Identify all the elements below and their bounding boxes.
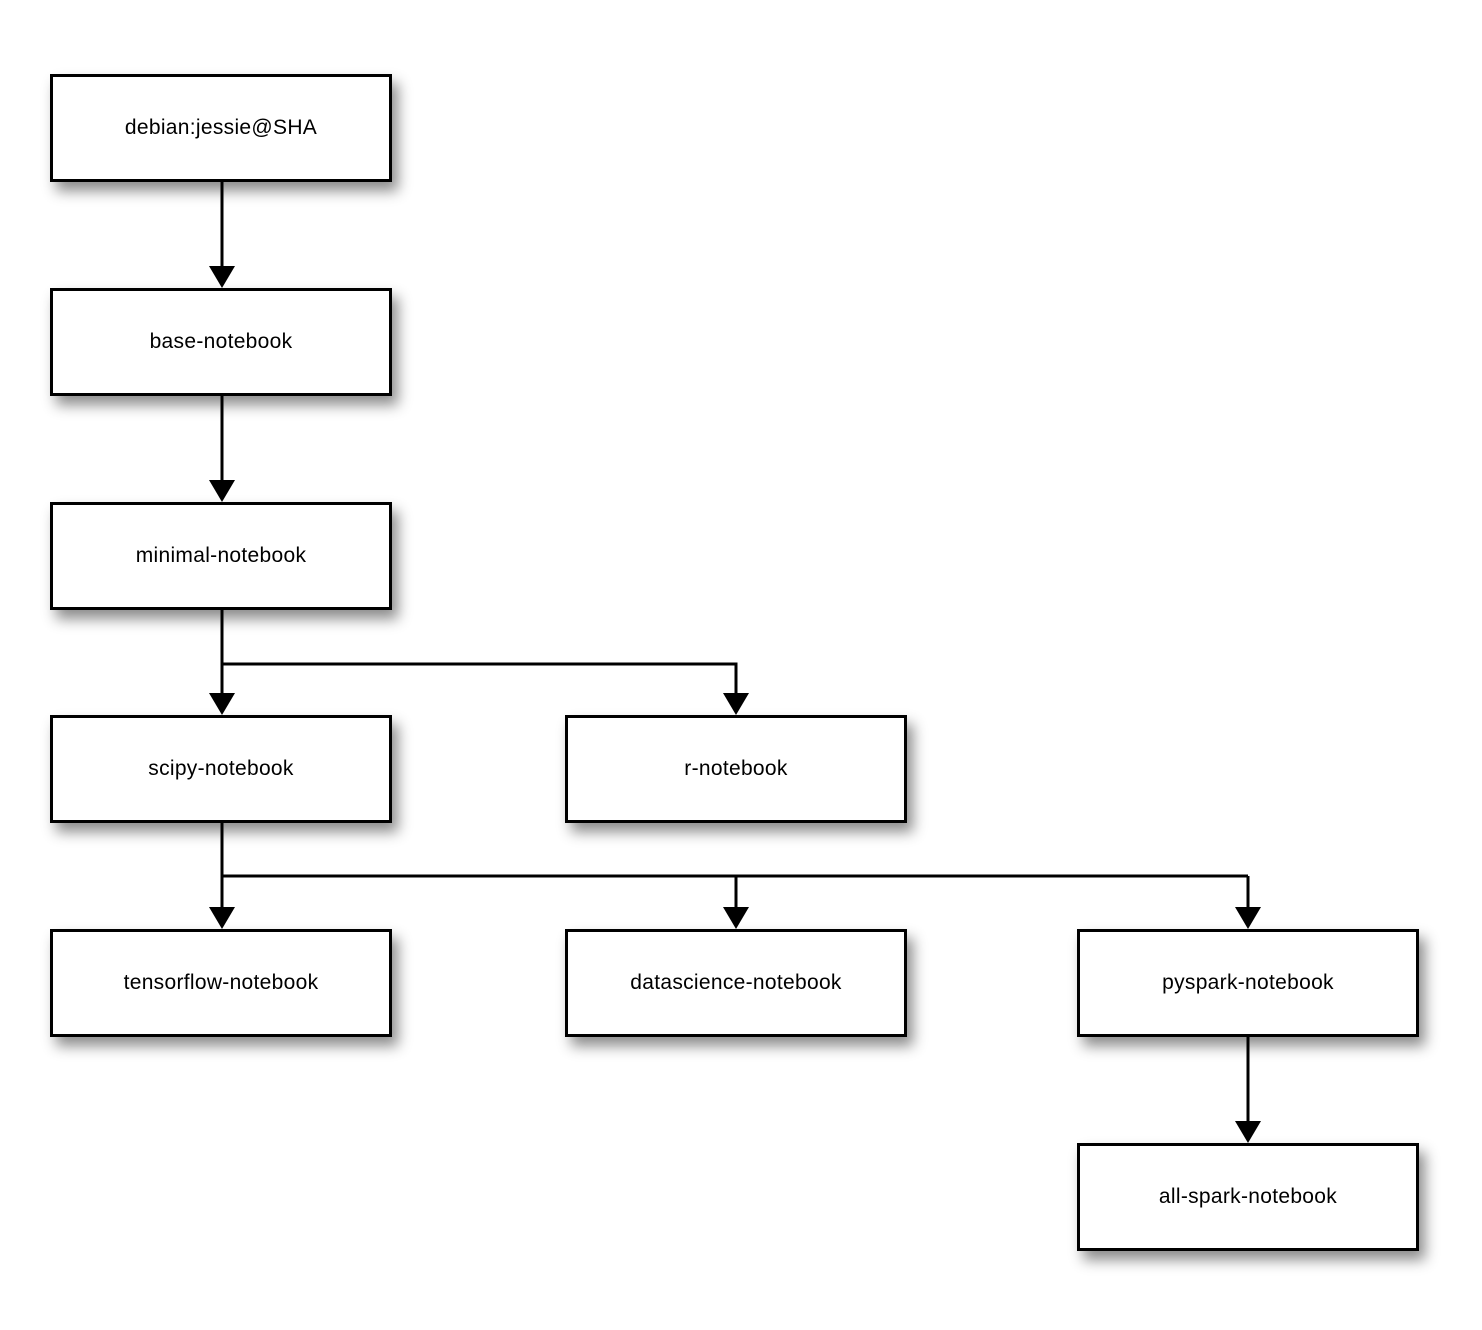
arrowhead-pyspark (1235, 907, 1261, 929)
node-datascience-notebook-label: datascience-notebook (630, 971, 842, 994)
arrowhead-datascience (723, 907, 749, 929)
node-datascience-notebook: datascience-notebook (565, 929, 907, 1037)
arrowhead-scipy (209, 693, 235, 715)
edge-minimal-to-r (222, 662, 738, 695)
node-tensorflow-notebook: tensorflow-notebook (50, 929, 392, 1037)
node-all-spark-notebook: all-spark-notebook (1077, 1143, 1419, 1251)
arrowhead-tensorflow (209, 907, 235, 929)
node-debian-jessie: debian:jessie@SHA (50, 74, 392, 182)
arrowhead-base (209, 266, 235, 288)
node-base-notebook: base-notebook (50, 288, 392, 396)
node-scipy-notebook: scipy-notebook (50, 715, 392, 823)
node-scipy-notebook-label: scipy-notebook (148, 757, 294, 780)
node-base-notebook-label: base-notebook (149, 330, 293, 353)
node-r-notebook-label: r-notebook (684, 757, 788, 780)
node-r-notebook: r-notebook (565, 715, 907, 823)
node-all-spark-notebook-label: all-spark-notebook (1158, 1185, 1338, 1208)
node-minimal-notebook-label: minimal-notebook (135, 544, 307, 567)
node-minimal-notebook: minimal-notebook (50, 502, 392, 610)
arrowhead-allspark (1235, 1121, 1261, 1143)
node-tensorflow-notebook-label: tensorflow-notebook (123, 971, 319, 994)
node-pyspark-notebook-label: pyspark-notebook (1162, 971, 1334, 994)
node-debian-jessie-label: debian:jessie@SHA (124, 116, 318, 139)
node-pyspark-notebook: pyspark-notebook (1077, 929, 1419, 1037)
arrowhead-minimal (209, 480, 235, 502)
arrowhead-r (723, 693, 749, 715)
